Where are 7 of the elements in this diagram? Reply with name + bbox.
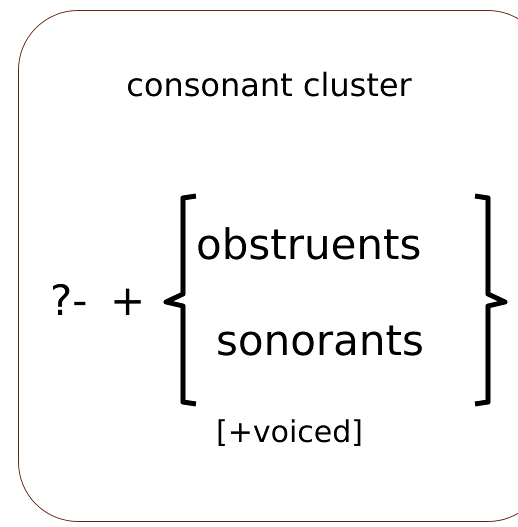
feature-label: sonorants [216,320,424,362]
heading: consonant cluster [125,69,413,101]
rounded-box [18,10,518,522]
feature-annotation: [+voiced] [216,418,363,448]
feature-label: obstruents [196,224,422,266]
plus-sign: + [110,280,146,322]
symbol-label: ?- [50,280,88,322]
